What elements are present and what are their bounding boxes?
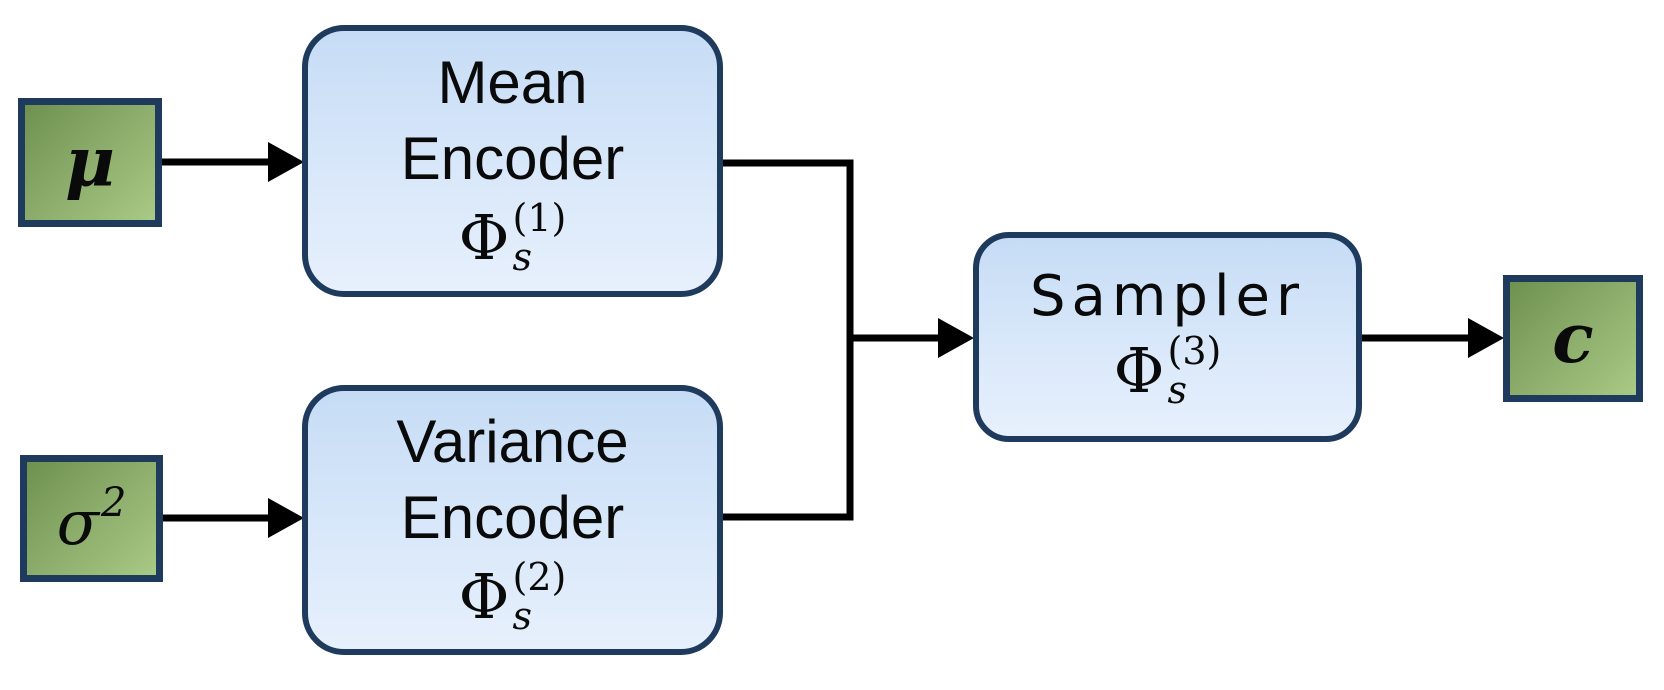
- sigma-squared-input-node: σ2: [20, 455, 163, 582]
- c-label: c: [1552, 298, 1594, 379]
- sampler-phi-notation: Φ (3) s: [1113, 329, 1222, 412]
- arrow-sampler-to-c: [1362, 318, 1504, 358]
- mean-encoder-phi-notation: Φ (1) s: [458, 196, 567, 279]
- c-output-node: c: [1503, 275, 1643, 402]
- variance-encoder-title-line1: Variance: [396, 408, 629, 476]
- connector-encoders-merge: [721, 159, 854, 521]
- mu-label: μ: [65, 122, 115, 203]
- variance-encoder-phi-notation: Φ (2) s: [458, 555, 567, 638]
- arrow-merge-to-sampler: [847, 318, 974, 358]
- mean-encoder-node: Mean Encoder Φ (1) s: [302, 25, 723, 297]
- variance-encoder-node: Variance Encoder Φ (2) s: [302, 385, 723, 655]
- arrow-sigma-to-variance-encoder: [163, 498, 304, 538]
- variance-encoder-title-line2: Encoder: [400, 484, 625, 552]
- mean-encoder-title-line1: Mean: [437, 49, 588, 117]
- arrow-mu-to-mean-encoder: [162, 142, 304, 182]
- mean-encoder-title-line2: Encoder: [400, 125, 625, 193]
- sigma-squared-label: σ2: [56, 480, 127, 559]
- sampler-title: Sampler: [1030, 264, 1305, 330]
- mu-input-node: μ: [18, 98, 162, 227]
- sampler-node: Sampler Φ (3) s: [973, 232, 1362, 442]
